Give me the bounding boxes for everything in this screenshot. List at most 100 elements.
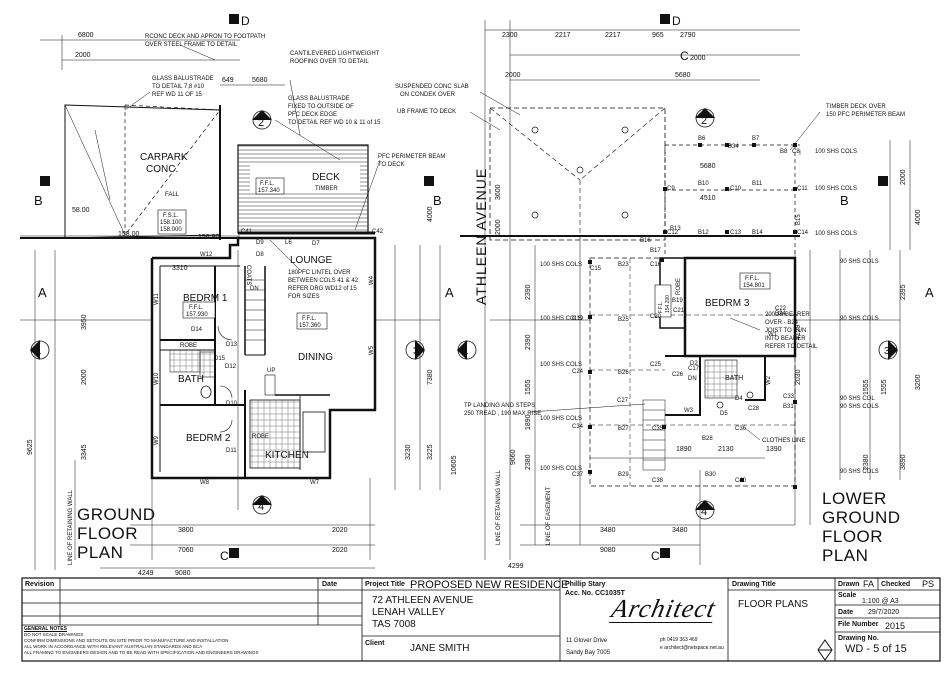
- tag-d14: D14: [191, 327, 203, 333]
- fsl-value-2: 158.000: [160, 227, 182, 233]
- tag-w12: W12: [200, 252, 213, 258]
- tag-lower-22: C8: [792, 149, 800, 155]
- room-bath-lower: BATH: [725, 375, 743, 382]
- fsl-label: F.S.L.: [163, 213, 179, 219]
- col-note-8: 90 SHS COLS: [840, 404, 879, 410]
- dim-right-3230: 3230: [405, 444, 412, 460]
- dim-lower-bottom-5: 9080: [600, 547, 616, 554]
- architect-logo: Architect: [609, 594, 719, 623]
- tag-lower-30: C16: [650, 262, 662, 268]
- dim-lower-top-4: 2790: [680, 32, 696, 39]
- dim-lower-bottom-6: 4299: [508, 563, 524, 570]
- marker-4-ground: 4: [258, 501, 264, 513]
- tag-lower-4: B11: [752, 181, 763, 187]
- tag-lower-3: B10: [698, 181, 709, 187]
- scale-label: Scale: [838, 592, 857, 599]
- ffl-bed3-label: F.F.L.: [745, 276, 760, 282]
- dim-left-9625: 9625: [27, 439, 34, 455]
- dim-lower-top-5: 2000: [690, 55, 706, 62]
- note-pfc-beam-1: PFC PERIMETER BEAM: [378, 154, 445, 160]
- note-pfc-beam-2: TO DECK: [378, 162, 405, 168]
- tag-w5: W5: [369, 345, 375, 355]
- tag-lower-35: C22: [775, 306, 787, 312]
- address-line-2: LENAH VALLEY: [372, 607, 446, 618]
- dim-lower-bottom-1: 2130: [718, 446, 734, 453]
- marker-b-left: B: [34, 193, 43, 208]
- tag-lower-46: C38: [652, 478, 664, 484]
- tag-w7: W7: [310, 480, 320, 486]
- tag-w11: W11: [154, 292, 160, 305]
- dim-top-6800: 6800: [78, 32, 94, 39]
- note-ub-frame: UB FRAME TO DECK: [397, 109, 456, 115]
- col-note-0: 100 SHS COLS: [815, 149, 857, 155]
- tag-lower-44: C36: [735, 426, 747, 432]
- tag-lower-14: B25: [618, 317, 629, 323]
- dim-lower-right-6: 3200: [915, 374, 922, 390]
- note-tp-landing-2: 250 TREAD , 190 MAX RISE: [464, 411, 541, 417]
- tag-lower-17: B28: [702, 436, 713, 442]
- dim-left-3950: 3950: [81, 314, 88, 330]
- easement-line: LINE OF EASEMENT: [546, 487, 552, 545]
- label-coats: COATS: [245, 265, 251, 285]
- dim-lower-right-2: 2395: [900, 284, 907, 300]
- tag-lower-40: C28: [748, 406, 760, 412]
- drawing-title: FLOOR PLANS: [738, 599, 809, 610]
- ffl-deck-label: F.F.L.: [260, 181, 275, 187]
- note-glass-bal-b3: PFC DECK EDGE: [288, 112, 337, 118]
- dim-right-3225: 3225: [427, 444, 434, 460]
- col-note-3: 100 SHS COLS: [540, 262, 582, 268]
- acc-number: Acc. No. CC1035T: [565, 590, 625, 597]
- tag-d13: D13: [226, 342, 238, 348]
- office-email: e architect@netspace.net.au: [660, 645, 724, 651]
- note-bearer-1: 200UB BEARER: [765, 312, 810, 318]
- ffl-mid-value: 154.200: [665, 295, 671, 313]
- room-robe-lower: ROBE: [676, 278, 682, 295]
- room-bath: BATH: [178, 374, 204, 385]
- north-logo: [817, 639, 833, 661]
- note-lintel-3: REFER DRG WD12 of 15: [288, 286, 357, 292]
- tag-lower-26: C12: [667, 230, 679, 236]
- marker-a-mid: A: [445, 285, 454, 300]
- dim-lower-right-7: 1555: [881, 379, 888, 395]
- general-note-3: ALL WORK IN ACCORDANCE WITH RELEVANT AUS…: [24, 644, 203, 649]
- tag-lower-48: W1: [768, 332, 778, 338]
- col-note-12: 100 SHS COLS: [540, 466, 582, 472]
- note-cantilevered-1: CANTILEVERED LIGHTWEIGHT: [290, 51, 380, 57]
- dim-lower-top-3: 965: [652, 32, 664, 39]
- date-label: Date: [322, 581, 338, 588]
- col-note-7: 90 SHS COL: [840, 396, 875, 402]
- room-robe: ROBE: [180, 343, 197, 349]
- drawn-label: Drawn: [838, 581, 860, 588]
- dim-left-3345: 3345: [81, 444, 88, 460]
- tag-d12: D12: [225, 364, 237, 370]
- ground-floor-plan: [20, 35, 441, 570]
- label-fall: FALL: [165, 192, 180, 198]
- note-suspended-1: SUSPENDED CONC SLAB: [395, 84, 469, 90]
- tag-lower-36: C24: [572, 369, 584, 375]
- marker-4-lower: 4: [701, 506, 707, 518]
- marker-c-top-lower: C: [680, 49, 689, 63]
- tag-lower-33: C20: [650, 314, 662, 320]
- dim-bottom-7060: 7060: [178, 547, 194, 554]
- tag-lower-12: B23: [618, 262, 629, 268]
- ffl-mid-label: F.F.L.: [658, 301, 664, 313]
- note-lintel-1: 180PFC LINTEL OVER: [288, 270, 351, 276]
- address-line-1: 72 ATHLEEN AVENUE: [372, 595, 474, 606]
- ffl-lounge-value: 157.360: [299, 323, 321, 329]
- note-glass-bal-b1: GLASS BALUSTRADE: [288, 96, 350, 102]
- tag-lower-19: B30: [705, 472, 716, 478]
- fsl-value-1: 158.100: [160, 220, 182, 226]
- tag-lower-52: D5: [720, 411, 728, 417]
- note-bearer-2: OVER - B24: [765, 320, 799, 326]
- dim-lower-right-3: 4129: [795, 324, 802, 340]
- general-notes-label: GENERAL NOTES: [24, 626, 67, 632]
- room-dining: DINING: [298, 352, 333, 363]
- dim-right-4000: 4000: [427, 206, 434, 222]
- suspended-slab-outline: [489, 107, 666, 241]
- dim-lower-right-8: 2380: [863, 454, 870, 470]
- dim-bottom-4249: 4249: [138, 570, 154, 577]
- tag-w4: W4: [369, 275, 375, 285]
- tag-lower-10: B17: [650, 248, 661, 254]
- dim-lower-top-7: 2000: [505, 72, 521, 79]
- tag-d10: D10: [226, 401, 238, 407]
